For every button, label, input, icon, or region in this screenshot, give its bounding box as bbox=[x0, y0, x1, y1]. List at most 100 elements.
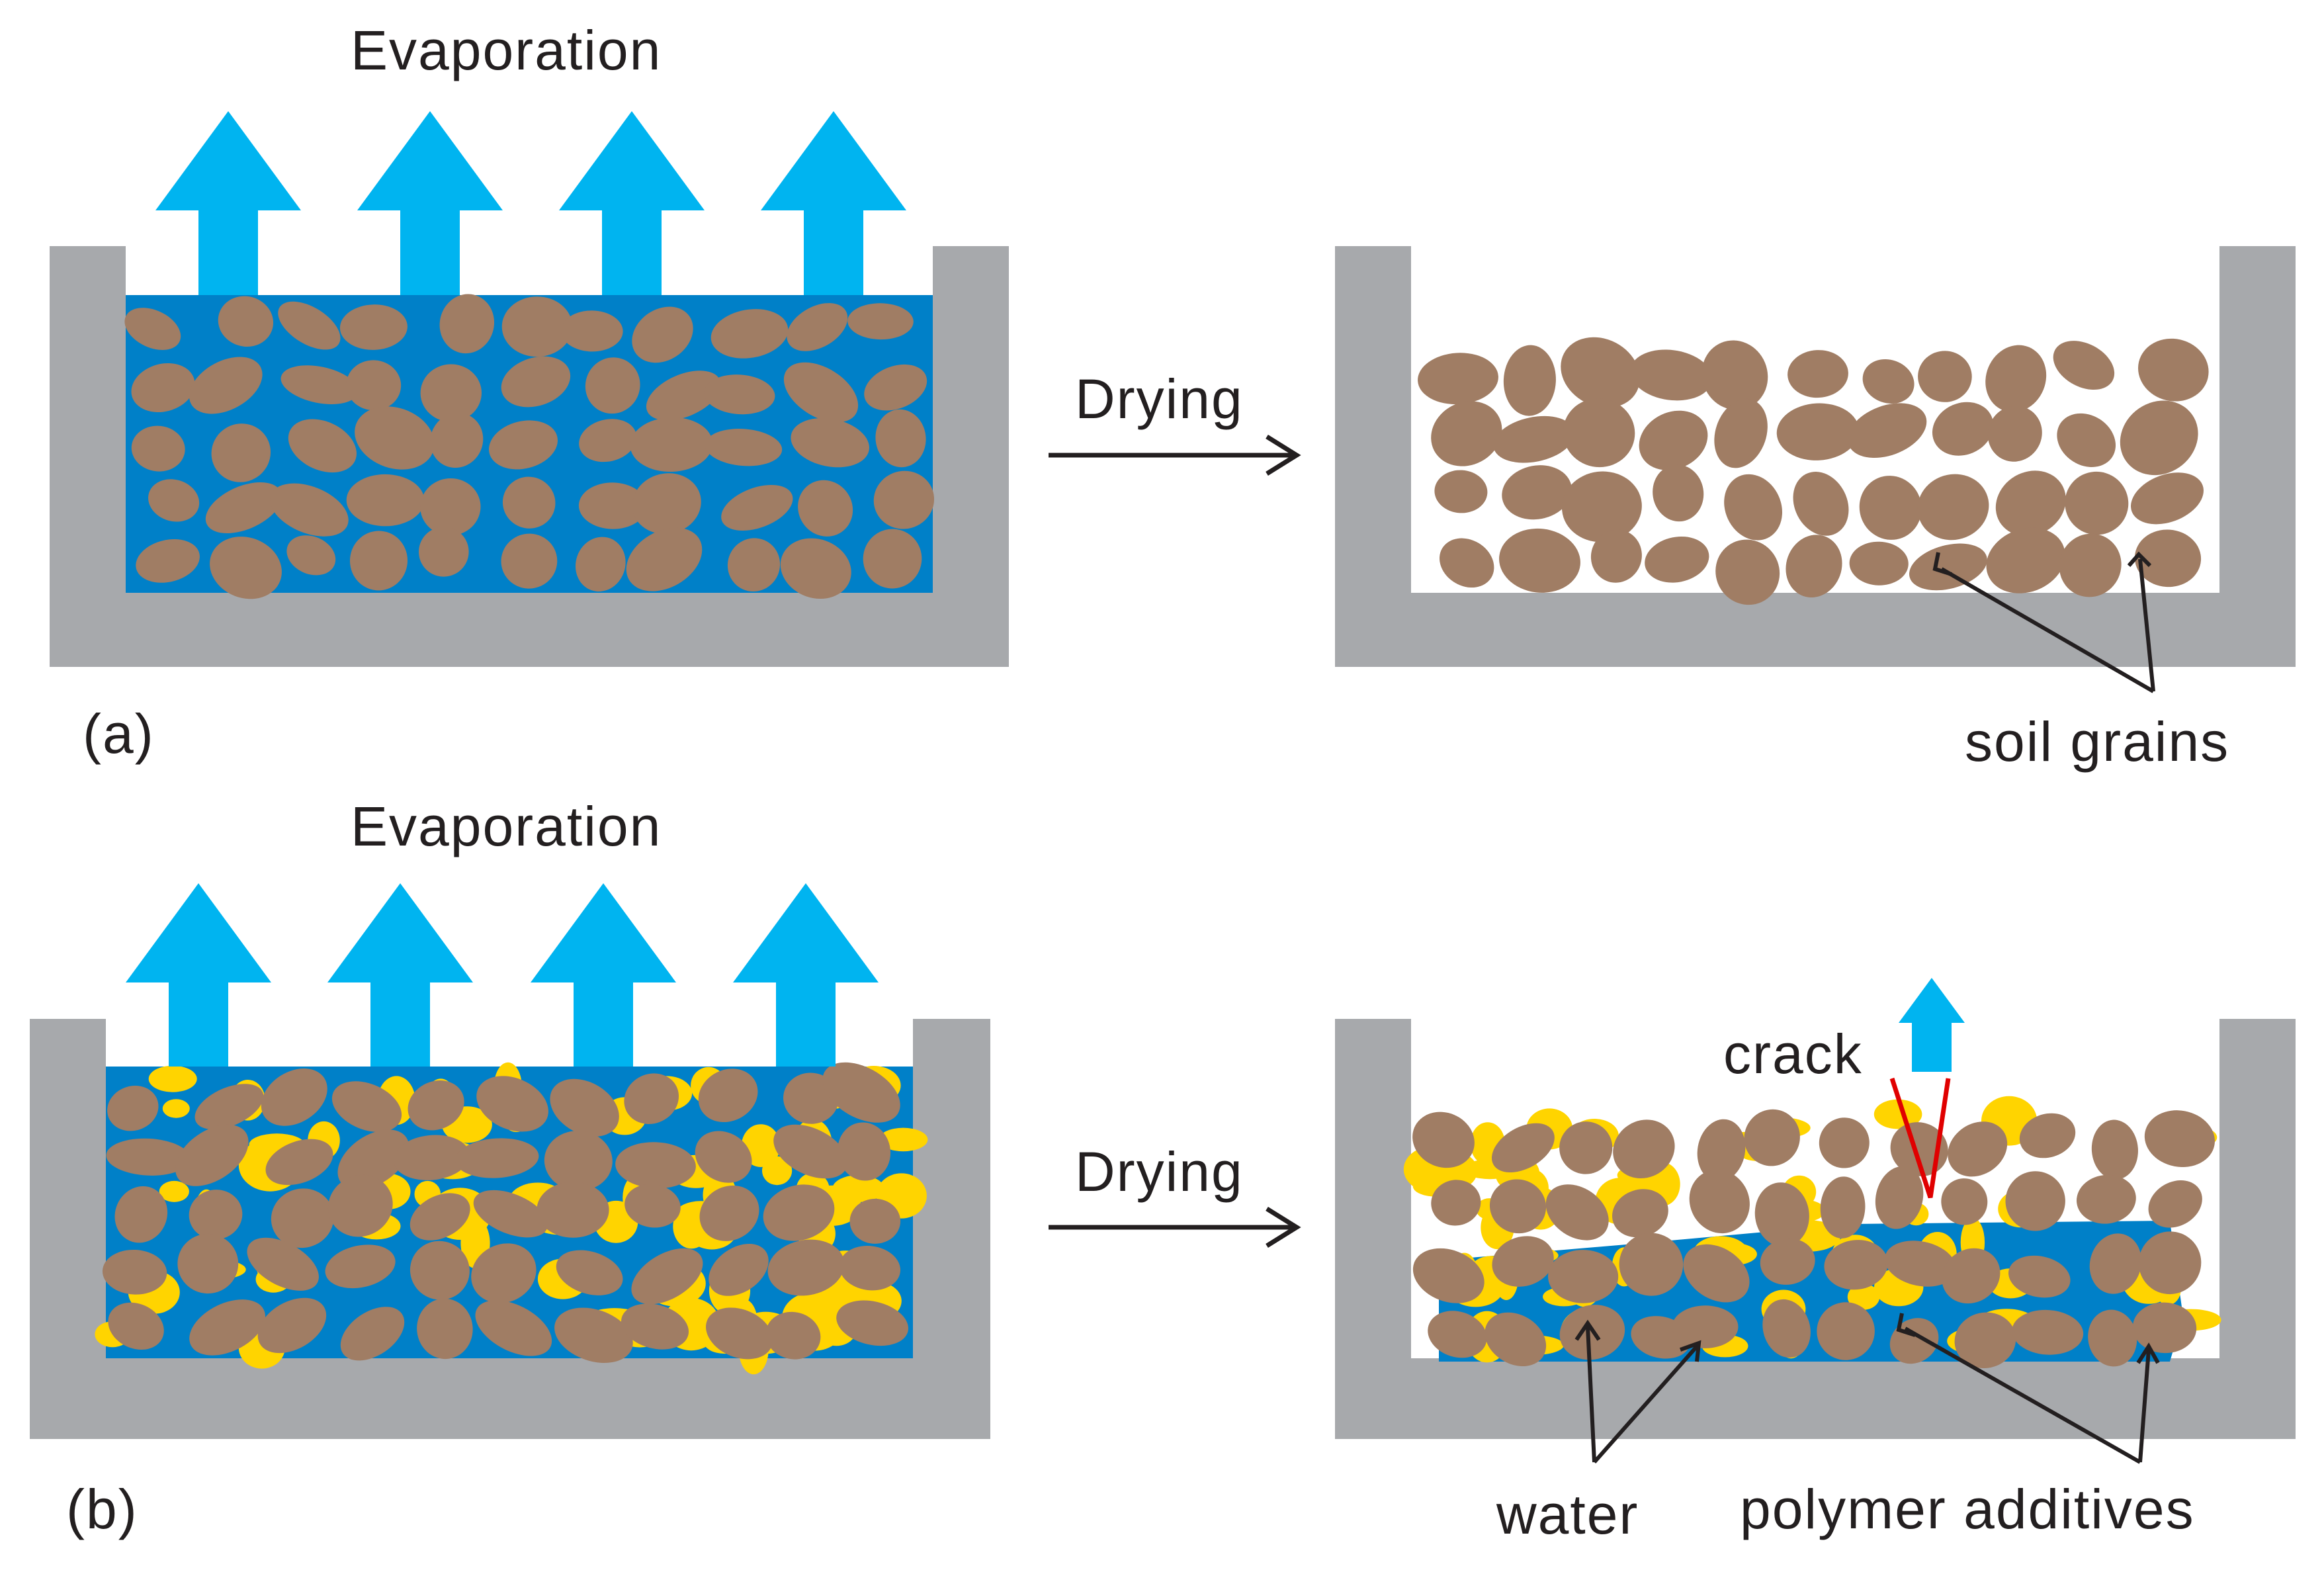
soil-grain bbox=[1942, 1248, 2001, 1304]
polymer-additive bbox=[162, 1099, 190, 1118]
polymer-additive bbox=[879, 1127, 928, 1152]
soil-grain bbox=[430, 412, 484, 468]
polymer-additives-label: polymer additives bbox=[1740, 1478, 2195, 1540]
soil-grain bbox=[849, 1198, 901, 1244]
soil-grain bbox=[331, 1081, 402, 1132]
soil-grain bbox=[1995, 470, 2066, 537]
soil-grain bbox=[205, 482, 282, 533]
soil-grain bbox=[1428, 1311, 1487, 1358]
soil-grain bbox=[2065, 471, 2129, 535]
soil-grain bbox=[765, 1311, 821, 1360]
soil-grain bbox=[1714, 398, 1768, 468]
panel-label-a: (a) bbox=[83, 703, 155, 765]
water-pointer-icon bbox=[1586, 1326, 1699, 1463]
soil-grain bbox=[114, 1186, 168, 1243]
soil-grain bbox=[1499, 528, 1580, 593]
soil-grain bbox=[2138, 1231, 2202, 1295]
soil-grain bbox=[767, 1239, 845, 1296]
soil-grain bbox=[1724, 474, 1783, 541]
evaporation-label-a: Evaporation bbox=[351, 19, 662, 81]
soil-grain bbox=[773, 1124, 847, 1179]
soil-grain bbox=[417, 1298, 473, 1360]
soil-grain bbox=[325, 1244, 396, 1289]
soil-grain bbox=[340, 1307, 405, 1361]
soil-grain bbox=[288, 419, 357, 473]
soil-grain bbox=[579, 419, 637, 462]
soil-grain bbox=[839, 1246, 901, 1291]
soil-grain bbox=[537, 1182, 609, 1238]
soil-grain bbox=[763, 1184, 835, 1241]
soil-grain bbox=[1917, 474, 1989, 541]
soil-grain bbox=[1954, 1312, 2016, 1369]
soil-grain bbox=[2008, 1255, 2071, 1298]
soil-grain bbox=[247, 1237, 319, 1291]
soil-grain bbox=[1431, 1180, 1481, 1226]
soil-grain bbox=[1793, 472, 1849, 536]
soil-grain bbox=[2059, 533, 2122, 597]
soil-grain bbox=[346, 360, 402, 411]
soil-grain bbox=[2144, 1110, 2215, 1168]
soil-grain bbox=[787, 303, 848, 351]
polymer-additive bbox=[1873, 1099, 1922, 1129]
soil-grains-pointer-icon bbox=[1940, 558, 2155, 693]
soil-grain bbox=[218, 296, 274, 347]
soil-grain bbox=[1639, 410, 1708, 470]
soil-grain bbox=[585, 357, 640, 414]
soil-grain bbox=[721, 484, 793, 531]
soil-grain bbox=[211, 423, 271, 482]
soil-grain bbox=[621, 1303, 689, 1350]
soil-grain bbox=[1503, 345, 1556, 416]
soil-grain bbox=[420, 478, 481, 536]
soil-grain bbox=[148, 479, 200, 522]
soil-grain bbox=[561, 310, 623, 352]
soil-grain bbox=[2088, 1309, 2137, 1367]
soil-grain bbox=[624, 1073, 679, 1124]
soil-grain bbox=[257, 1297, 327, 1354]
soil-grain bbox=[501, 533, 558, 589]
soil-grain bbox=[2077, 1174, 2136, 1224]
polymer-additive bbox=[148, 1065, 197, 1092]
soil-grains-label: soil grains bbox=[1965, 711, 2229, 773]
soil-grain bbox=[1786, 535, 1842, 598]
soil-grain bbox=[1492, 1236, 1554, 1287]
container-a-dry bbox=[1335, 246, 2296, 667]
soil-grain bbox=[710, 309, 789, 359]
container-a-wet bbox=[50, 246, 1009, 667]
soil-grain bbox=[136, 539, 200, 583]
soil-grain bbox=[261, 1068, 327, 1126]
soil-grain bbox=[286, 535, 336, 576]
soil-grain bbox=[1548, 1250, 1619, 1303]
soil-grain bbox=[1862, 359, 1915, 404]
soil-grain bbox=[1561, 471, 1642, 543]
soil-grain bbox=[1612, 1189, 1668, 1238]
evaporation-arrow-icon bbox=[126, 883, 271, 1067]
soil-grain bbox=[798, 480, 853, 537]
soil-grain bbox=[337, 1129, 409, 1190]
soil-grain bbox=[1418, 353, 1498, 405]
soil-grain bbox=[1440, 538, 1494, 588]
soil-grain bbox=[2138, 338, 2209, 402]
soil-grain bbox=[2148, 1180, 2202, 1228]
drying-arrow-icon-b bbox=[1049, 1207, 1301, 1248]
soil-grain bbox=[1948, 1121, 2008, 1177]
soil-grain bbox=[822, 1062, 900, 1123]
evaporation-arrow-icon bbox=[155, 111, 301, 295]
soil-grain bbox=[699, 1185, 759, 1241]
soil-grain bbox=[108, 1302, 164, 1350]
soil-grain bbox=[1559, 1121, 1613, 1174]
soil-grain bbox=[1489, 1179, 1547, 1234]
soil-grain bbox=[783, 362, 859, 423]
soil-grain bbox=[727, 538, 781, 592]
soil-grain bbox=[780, 538, 851, 599]
soil-grain bbox=[2091, 1119, 2138, 1180]
soil-grain bbox=[630, 417, 713, 472]
crack-icon bbox=[1889, 1077, 1951, 1199]
water-label: water bbox=[1496, 1483, 1639, 1546]
soil-grain bbox=[704, 374, 775, 415]
soil-grain bbox=[327, 1174, 393, 1237]
soil-grain bbox=[280, 365, 359, 404]
soil-grain bbox=[1715, 539, 1780, 605]
soil-grain bbox=[102, 1249, 167, 1295]
soil-grain bbox=[471, 1243, 537, 1303]
soil-grain bbox=[393, 1135, 470, 1180]
